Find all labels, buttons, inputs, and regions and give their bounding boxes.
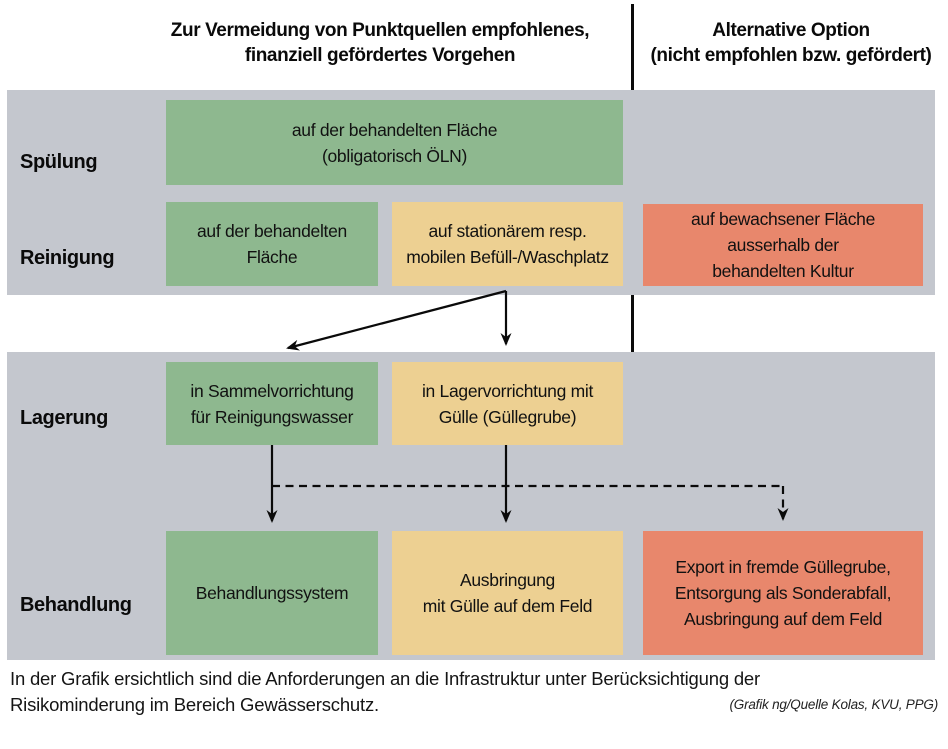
row-label-spuelung: Spülung (20, 151, 98, 173)
arrow-waschplatz-to-sammelvorrichtung (286, 289, 507, 351)
box-reinigung-bewachsene-flaeche: auf bewachsener Fläche ausserhalb der be… (643, 204, 923, 286)
box-spuelung-behandelte-flaeche: auf der behandelten Fläche (obligatorisc… (166, 100, 623, 185)
row-label-behandlung: Behandlung (20, 594, 132, 616)
right-column-header: Alternative Option (nicht empfohlen bzw.… (650, 20, 932, 66)
row-label-lagerung: Lagerung (20, 407, 108, 429)
box-behandlung-ausbringung: Ausbringung mit Gülle auf dem Feld (392, 531, 623, 655)
box-lagerung-guellegrube: in Lagervorrichtung mit Gülle (Güllegrub… (392, 362, 623, 445)
figure-credit: (Grafik ng/Quelle Kolas, KVU, PPG) (729, 697, 938, 712)
box-behandlung-export: Export in fremde Güllegrube, Entsorgung … (643, 531, 923, 655)
box-reinigung-behandelte-flaeche: auf der behandelten Fläche (166, 202, 378, 286)
left-column-header: Zur Vermeidung von Punktquellen empfohle… (170, 20, 590, 66)
box-behandlung-behandlungssystem: Behandlungssystem (166, 531, 378, 655)
row-label-reinigung: Reinigung (20, 247, 115, 269)
figure-caption: In der Grafik ersichtlich sind die Anfor… (10, 668, 760, 715)
box-reinigung-waschplatz: auf stationärem resp. mobilen Befüll-/Wa… (392, 202, 623, 286)
box-lagerung-sammelvorrichtung: in Sammelvorrichtung für Reinigungswasse… (166, 362, 378, 445)
